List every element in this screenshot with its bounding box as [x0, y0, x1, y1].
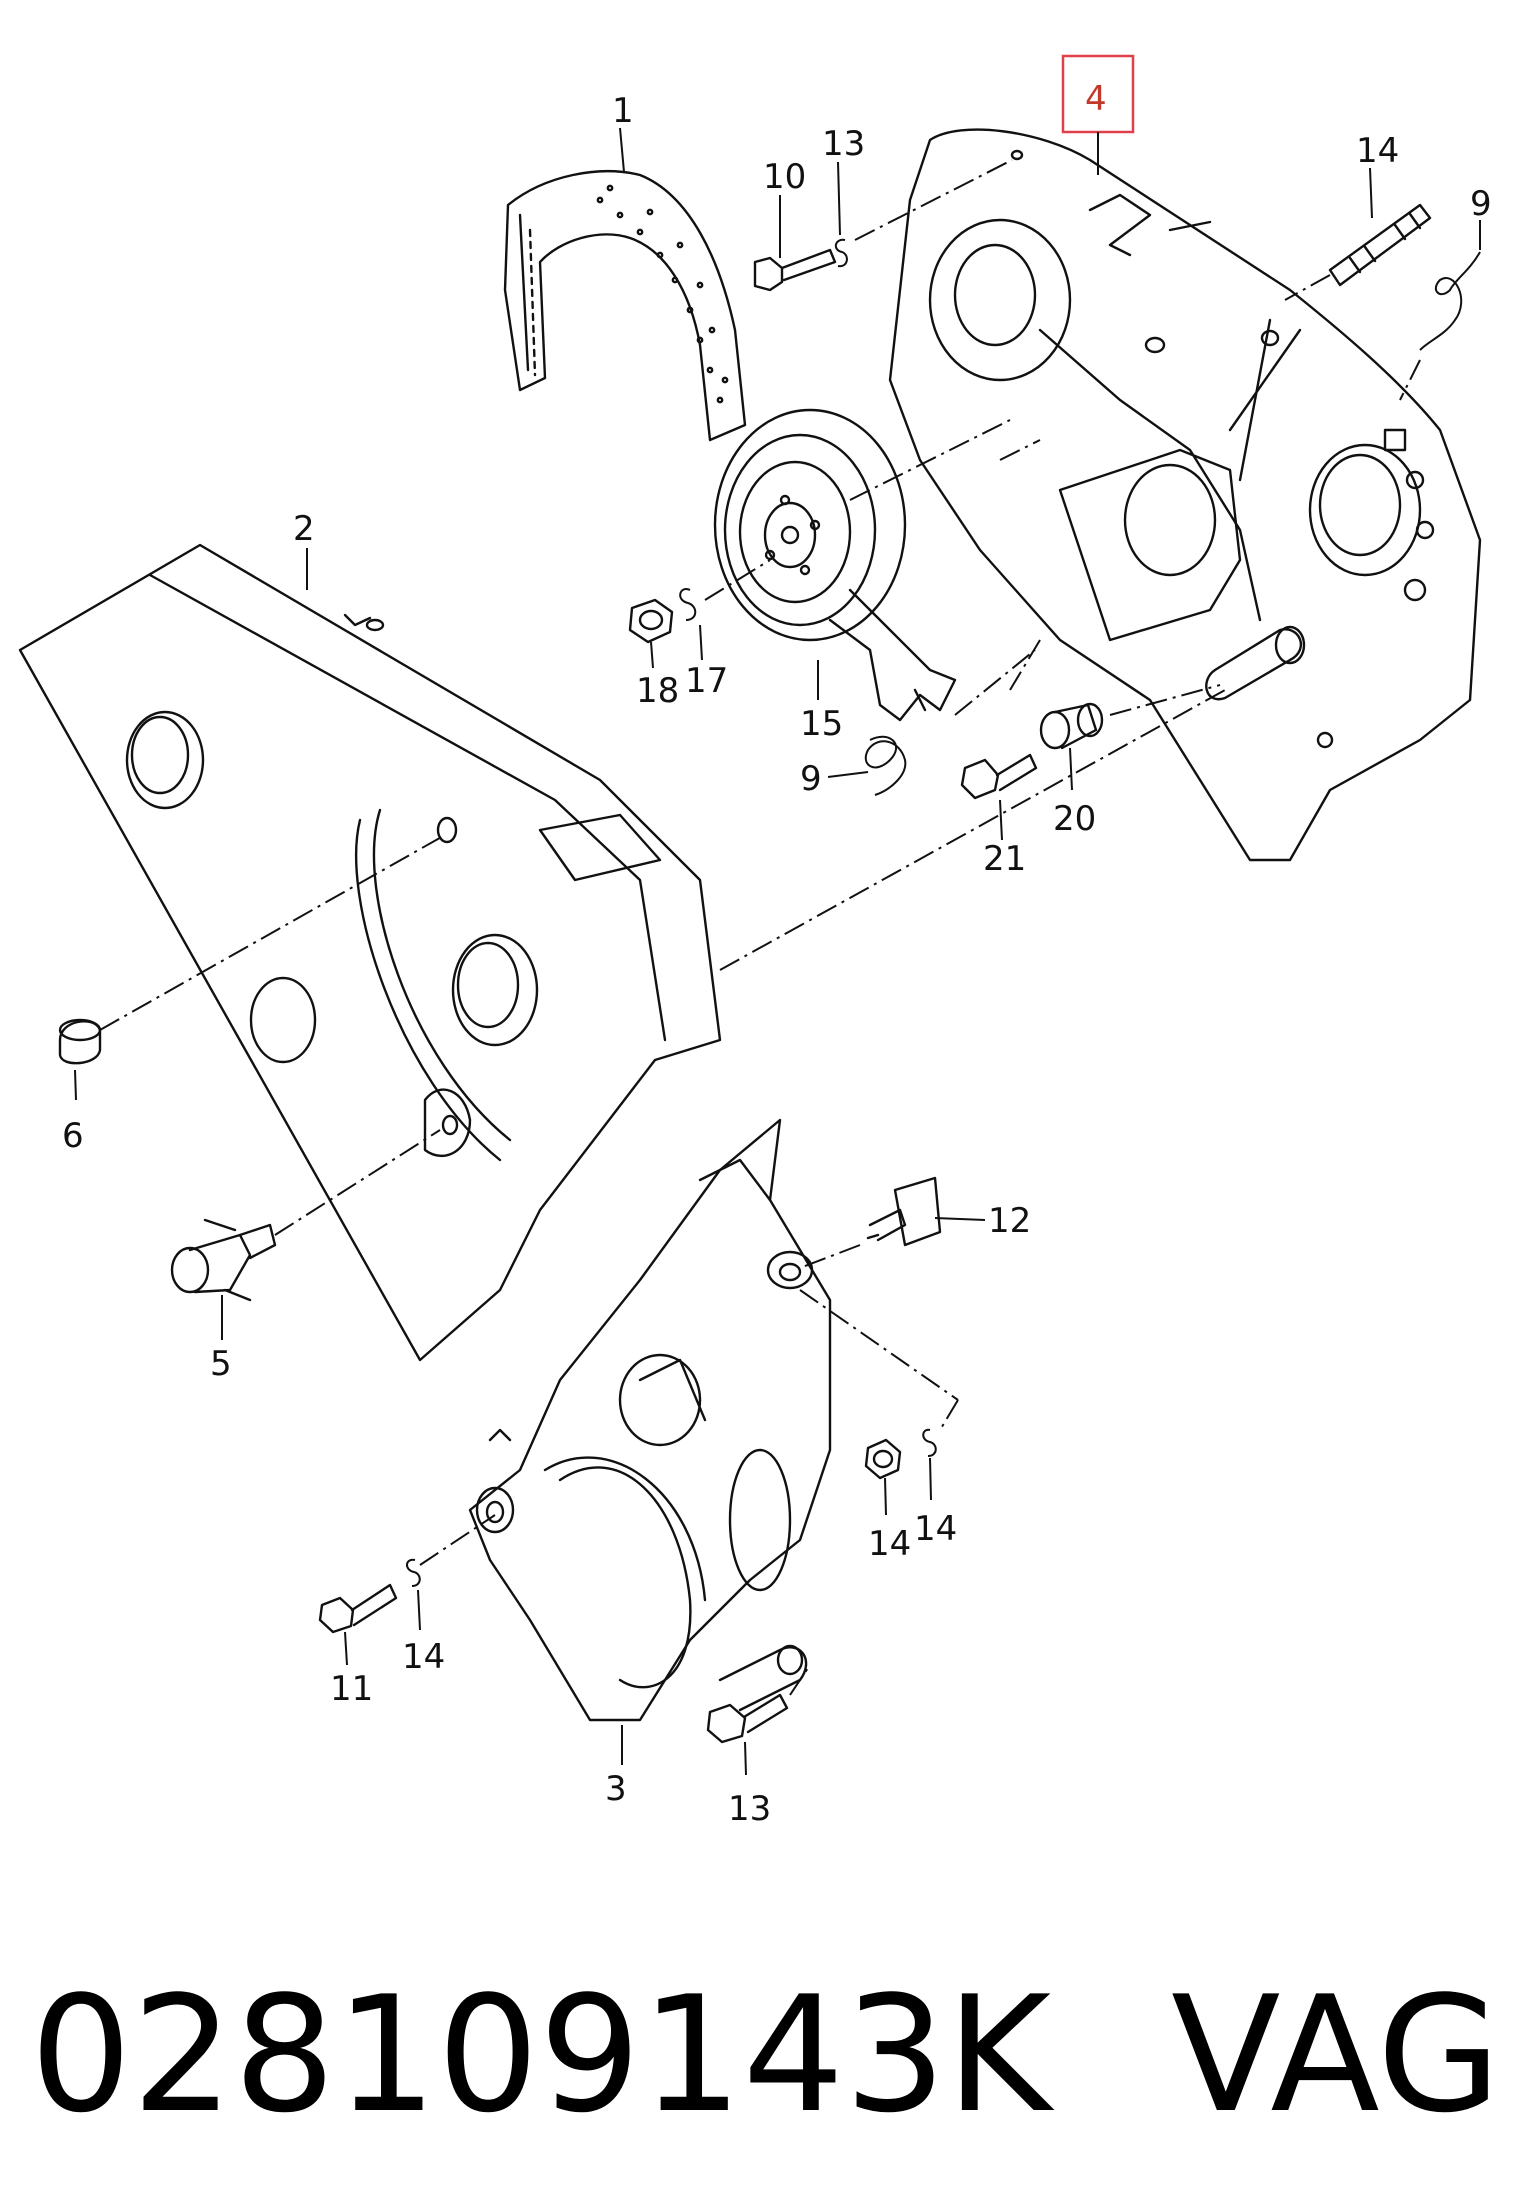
spring-clip-upper	[1419, 251, 1481, 351]
sleeve-20	[1039, 702, 1104, 750]
callout-4: 4	[1085, 79, 1107, 119]
bolt-13	[866, 1176, 942, 1247]
callout-12: 13	[728, 1789, 771, 1829]
bolt-11	[318, 1583, 398, 1634]
washer-14-right	[922, 1428, 937, 1457]
nut-15	[864, 1438, 902, 1480]
pivot-pin	[1205, 625, 1306, 701]
callout-16: 14	[1356, 131, 1399, 171]
callout-19: 18	[636, 671, 679, 711]
callout-20: 20	[1053, 799, 1096, 839]
callout-9-upper: 9	[1470, 184, 1492, 224]
washer-14-top	[834, 238, 848, 268]
belt-tensioner	[713, 408, 957, 722]
callout-14-right: 14	[914, 1509, 957, 1549]
callout-17: 15	[800, 704, 843, 744]
callout-2: 2	[293, 509, 315, 549]
rear-timing-guard	[888, 128, 1482, 862]
bolt-21	[960, 753, 1038, 800]
callout-10: 10	[763, 157, 806, 197]
washer-18	[679, 588, 697, 621]
nut-19	[628, 598, 674, 644]
lower-timing-cover	[468, 1118, 832, 1722]
timing-belt	[503, 170, 747, 442]
brand-name: VAG	[1171, 1961, 1501, 2148]
callout-1: 1	[612, 91, 634, 131]
callout-13: 12	[988, 1201, 1031, 1241]
washer-14-left	[406, 1558, 421, 1587]
bolt-12	[706, 1693, 789, 1744]
callout-14-left: 14	[402, 1637, 445, 1677]
callout-11: 11	[330, 1669, 373, 1709]
callout-15: 14	[868, 1524, 911, 1564]
callout-3: 3	[605, 1769, 627, 1809]
callout-21: 21	[983, 839, 1026, 879]
exploded-parts-diagram: 1 2	[18, 54, 1492, 1829]
callout-9-middle: 9	[800, 759, 822, 799]
callout-6: 6	[62, 1116, 84, 1156]
callout-14-top: 13	[822, 124, 865, 164]
callout-18: 17	[685, 661, 728, 701]
plug-6	[58, 1018, 102, 1065]
spring-clip-middle	[864, 735, 907, 796]
callout-5: 5	[210, 1344, 232, 1384]
part-number-footer: 028109143K VAG	[30, 1960, 1501, 2150]
part-number: 028109143K	[30, 1961, 1052, 2148]
upper-timing-cover	[18, 543, 722, 1362]
stud-bolt	[1328, 203, 1432, 287]
bolt-10	[753, 248, 837, 292]
push-clip-5	[170, 1218, 277, 1302]
